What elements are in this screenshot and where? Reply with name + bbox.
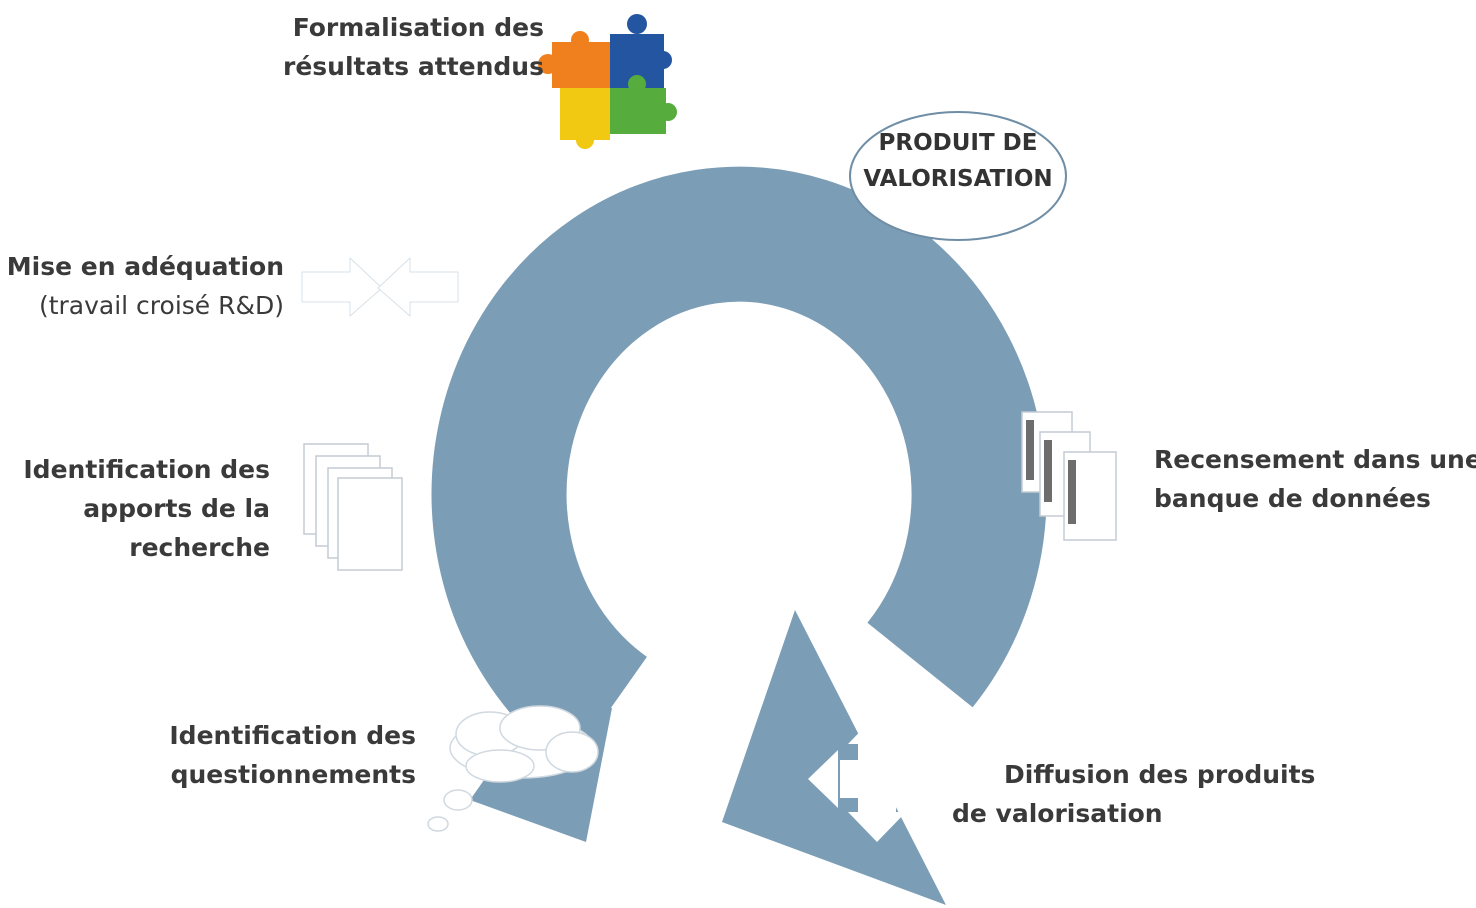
center-ellipse (849, 111, 1067, 241)
thought-cloud-icon (427, 705, 599, 832)
step-formalisation-line1: Formalisation des (292, 13, 544, 42)
step-mise-line1: Mise en adéquation (6, 252, 284, 281)
step-recensement-line1: Recensement dans une (1154, 445, 1476, 474)
step-questionnements-line2: questionnements (170, 760, 416, 789)
step-apports-recherche: Identification des apports de la recherc… (23, 450, 270, 567)
step-diffusion-line1: Diffusion des produits (1004, 760, 1316, 789)
step-recensement: Recensement dans une banque de données (1154, 440, 1476, 518)
step-mise-line2: (travail croisé R&D) (38, 291, 284, 320)
step-questionnements: Identification des questionnements (169, 716, 416, 794)
converging-arrows-icon (301, 256, 459, 318)
cycle-ring (431, 166, 1047, 768)
step-diffusion: Diffusion des produits de valorisation (952, 755, 1315, 833)
center-label: PRODUIT DE VALORISATION (858, 125, 1058, 197)
step-diffusion-line2: de valorisation (952, 799, 1163, 828)
four-way-arrows-icon (808, 714, 950, 842)
step-apports-line3: recherche (129, 533, 270, 562)
step-formalisation: Formalisation des résultats attendus (283, 8, 544, 86)
documents-icon (303, 443, 403, 571)
step-apports-line2: apports de la (83, 494, 270, 523)
step-apports-line1: Identification des (23, 455, 270, 484)
barcode-documents-icon (1021, 411, 1117, 541)
center-label-line2: VALORISATION (863, 166, 1053, 192)
step-formalisation-line2: résultats attendus (283, 52, 544, 81)
step-recensement-line2: banque de données (1154, 484, 1431, 513)
step-questionnements-line1: Identification des (169, 721, 416, 750)
puzzle-icon (538, 14, 677, 149)
center-label-line1: PRODUIT DE (878, 130, 1038, 156)
step-mise-en-adequation: Mise en adéquation (travail croisé R&D) (7, 247, 284, 325)
